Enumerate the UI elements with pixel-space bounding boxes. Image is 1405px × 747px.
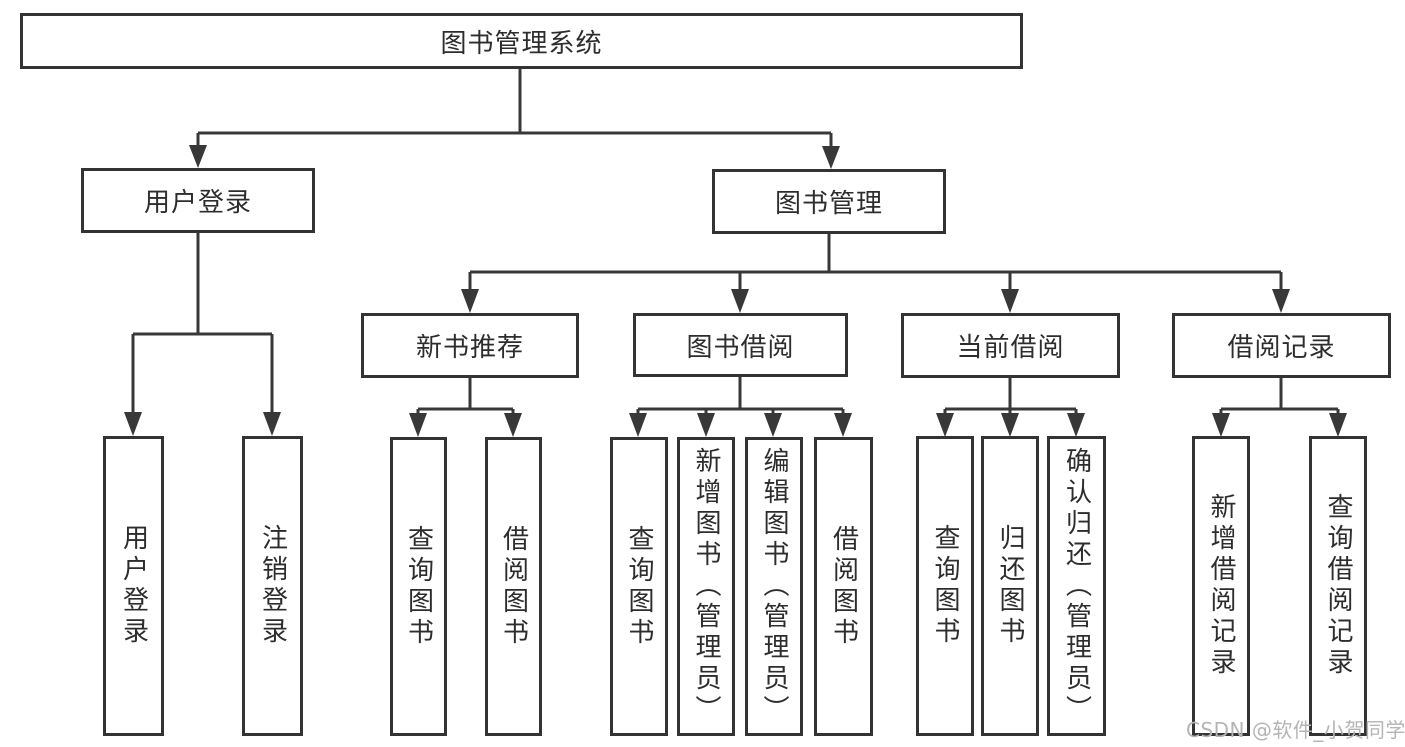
arrow-down-icon [731, 289, 749, 313]
node-book-borrow: 图书借阅 [633, 313, 848, 377]
leaf-add-borrow-record: 新增借阅记录 [1192, 436, 1250, 736]
node-user-login: 用户登录 [81, 168, 315, 233]
connector-user-login-children [124, 233, 281, 436]
leaf-query-borrow-record-label: 查询借阅记录 [1323, 493, 1353, 679]
leaf-logout-label: 注销登录 [257, 524, 288, 648]
arrow-down-icon [697, 413, 715, 437]
arrow-down-icon [629, 413, 647, 437]
arrow-down-icon [822, 146, 840, 169]
arrow-down-icon [1001, 289, 1019, 313]
connector-book-management-children [461, 234, 1290, 313]
arrow-down-icon [504, 413, 522, 437]
arrow-down-icon [764, 413, 782, 437]
leaf-edit-books-admin-label: 编辑图书（管理员） [759, 447, 789, 726]
leaf-recommend-query-books-label: 查询图书 [403, 524, 434, 649]
leaf-add-books-admin: 新增图书（管理员） [677, 437, 735, 736]
node-new-book-recommend: 新书推荐 [361, 313, 579, 378]
leaf-recommend-borrow-books: 借阅图书 [485, 437, 542, 736]
arrow-down-icon [1212, 413, 1230, 437]
arrow-down-icon [936, 413, 954, 437]
arrow-down-icon [189, 145, 207, 168]
connector-new-book-recommend-children [409, 378, 522, 437]
arrow-down-icon [1329, 413, 1347, 437]
node-borrow-records: 借阅记录 [1172, 313, 1391, 378]
leaf-recommend-query-books: 查询图书 [390, 437, 447, 736]
leaf-confirm-return-admin: 确认归还（管理员） [1047, 436, 1106, 736]
connector-current-borrow-children [936, 378, 1085, 437]
leaf-edit-books-admin: 编辑图书（管理员） [745, 437, 803, 736]
node-book-management-label: 图书管理 [774, 189, 883, 219]
arrow-down-icon [1067, 413, 1085, 437]
leaf-confirm-return-admin-label: 确认归还（管理员） [1061, 446, 1092, 726]
leaf-query-borrow-record: 查询借阅记录 [1309, 436, 1367, 736]
leaf-user-login-label: 用户登录 [118, 524, 149, 648]
connector-book-borrow-children [629, 377, 852, 437]
leaf-return-books-label: 归还图书 [995, 524, 1025, 648]
node-new-book-recommend-label: 新书推荐 [415, 333, 524, 363]
leaf-borrow-query-books: 查询图书 [610, 437, 668, 736]
node-root: 图书管理系统 [20, 13, 1023, 69]
connector-root-to-level2 [189, 69, 840, 169]
leaf-current-query-books-label: 查询图书 [930, 524, 960, 648]
node-book-borrow-label: 图书借阅 [686, 332, 795, 363]
arrow-down-icon [1272, 289, 1290, 313]
arrow-down-icon [124, 412, 142, 436]
arrow-down-icon [834, 413, 852, 437]
node-current-borrow-label: 当前借阅 [956, 333, 1065, 363]
leaf-add-books-admin-label: 新增图书（管理员） [691, 447, 721, 726]
node-book-management: 图书管理 [712, 169, 946, 234]
node-root-label: 图书管理系统 [440, 28, 603, 59]
leaf-current-query-books: 查询图书 [916, 436, 974, 736]
leaf-recommend-borrow-books-label: 借阅图书 [498, 524, 529, 649]
leaf-borrow-books-label: 借阅图书 [828, 524, 859, 649]
leaf-return-books: 归还图书 [981, 436, 1039, 736]
arrow-down-icon [461, 289, 479, 313]
node-current-borrow: 当前借阅 [901, 313, 1120, 378]
leaf-user-login: 用户登录 [103, 436, 164, 736]
csdn-watermark: CSDN @软件_小贺同学 [1186, 718, 1405, 742]
arrow-down-icon [1001, 413, 1019, 437]
leaf-borrow-books: 借阅图书 [814, 437, 873, 736]
leaf-add-borrow-record-label: 新增借阅记录 [1206, 493, 1236, 679]
node-user-login-label: 用户登录 [143, 188, 252, 218]
connector-borrow-records-children [1212, 378, 1347, 437]
leaf-logout: 注销登录 [242, 436, 303, 736]
leaf-borrow-query-books-label: 查询图书 [624, 524, 654, 649]
node-borrow-records-label: 借阅记录 [1227, 333, 1336, 363]
arrow-down-icon [409, 413, 427, 437]
arrow-down-icon [263, 412, 281, 436]
